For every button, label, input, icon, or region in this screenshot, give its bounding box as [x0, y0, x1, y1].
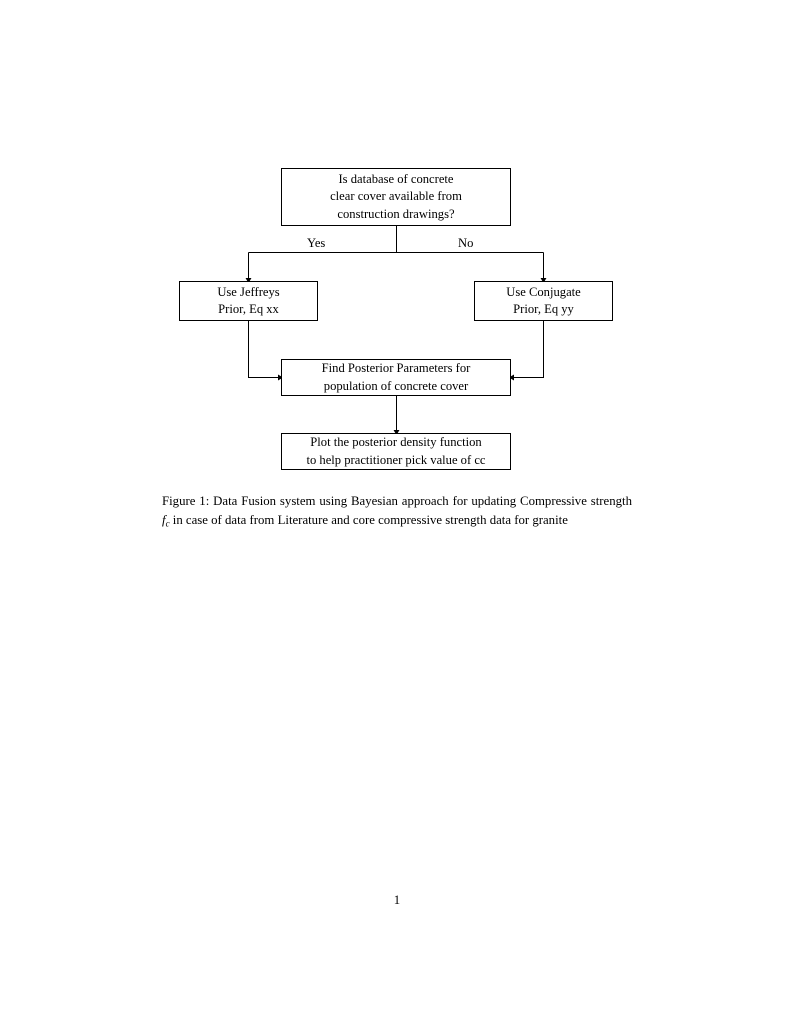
node-question-line-3: construction drawings? [337, 206, 455, 221]
page-number: 1 [393, 893, 401, 907]
figure-caption: Figure 1: Data Fusion system using Bayes… [162, 492, 632, 534]
node-plot-line-2: to help practitioner pick value of cc [306, 452, 486, 467]
caption-text-before-math: Data Fusion system using Bayesian approa… [209, 494, 632, 508]
caption-prefix: Figure 1: [162, 494, 210, 508]
edge-jeffreys-to-posterior [248, 321, 284, 381]
flowchart-connectors [245, 226, 547, 436]
node-plot-line-1: Plot the posterior density function [310, 435, 482, 449]
caption-math-subscript: c [165, 518, 170, 529]
node-question-line-1: Is database of concrete [338, 171, 454, 186]
flowchart-node-plot-density: Plot the posterior density function to h… [281, 433, 511, 470]
flowchart-node-find-posterior: Find Posterior Parameters for population… [281, 359, 511, 396]
node-question-line-2: clear cover available from [330, 189, 462, 204]
caption-math-symbol: f [162, 513, 166, 528]
caption-text-after-math: in case of data from Literature and core… [169, 513, 568, 528]
node-posterior-line-1: Find Posterior Parameters for [321, 361, 471, 375]
edge-label-yes: Yes [307, 236, 326, 250]
node-conjugate-line-1: Use Conjugate [506, 284, 581, 299]
node-jeffreys-line-1: Use Jeffreys [217, 284, 280, 299]
flowchart-figure: Is database of concrete clear cover avai… [0, 0, 794, 490]
node-posterior-line-2: population of concrete cover [323, 378, 469, 393]
node-conjugate-line-2: Prior, Eq yy [513, 302, 574, 316]
flowchart-node-jeffreys-prior: Use Jeffreys Prior, Eq xx [179, 281, 318, 321]
edge-label-no: No [458, 236, 474, 250]
flowchart-node-question: Is database of concrete clear cover avai… [281, 168, 511, 226]
flowchart-node-conjugate-prior: Use Conjugate Prior, Eq yy [474, 281, 613, 321]
edge-conjugate-to-posterior [508, 321, 544, 381]
node-jeffreys-line-2: Prior, Eq xx [218, 302, 279, 316]
